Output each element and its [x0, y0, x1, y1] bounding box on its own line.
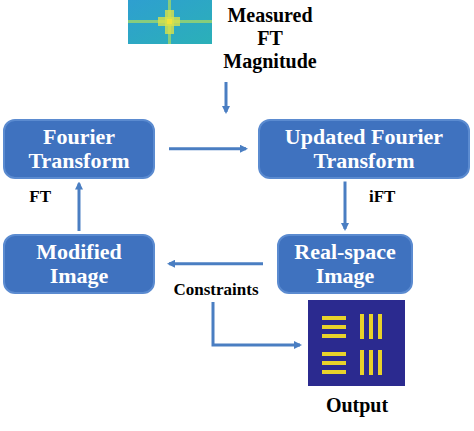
- output-arrow: [213, 302, 300, 345]
- box-text: Fourier Transform: [13, 125, 145, 173]
- box-text: Modified Image: [13, 240, 145, 288]
- ft-magnitude-image: [128, 0, 212, 44]
- caption-label: Output: [324, 394, 390, 417]
- flow-arrow: [78, 184, 81, 232]
- edge-label: FT: [27, 187, 53, 207]
- edge-label: Constraints: [171, 280, 260, 300]
- edge-label: iFT: [367, 187, 397, 207]
- caption-label: Measured FT Magnitude: [218, 4, 322, 73]
- flow-arrow: [169, 147, 246, 150]
- input-arrow: [225, 82, 228, 112]
- process-box: Fourier Transform: [3, 119, 155, 179]
- box-text: Updated Fourier Transform: [268, 125, 460, 173]
- box-text: Real-space Image: [287, 240, 403, 288]
- process-box: Real-space Image: [277, 234, 413, 294]
- process-box: Modified Image: [3, 234, 155, 294]
- output-image: [308, 300, 405, 386]
- flow-arrow: [344, 182, 347, 230]
- process-box: Updated Fourier Transform: [258, 119, 470, 179]
- flow-arrow: [169, 262, 263, 265]
